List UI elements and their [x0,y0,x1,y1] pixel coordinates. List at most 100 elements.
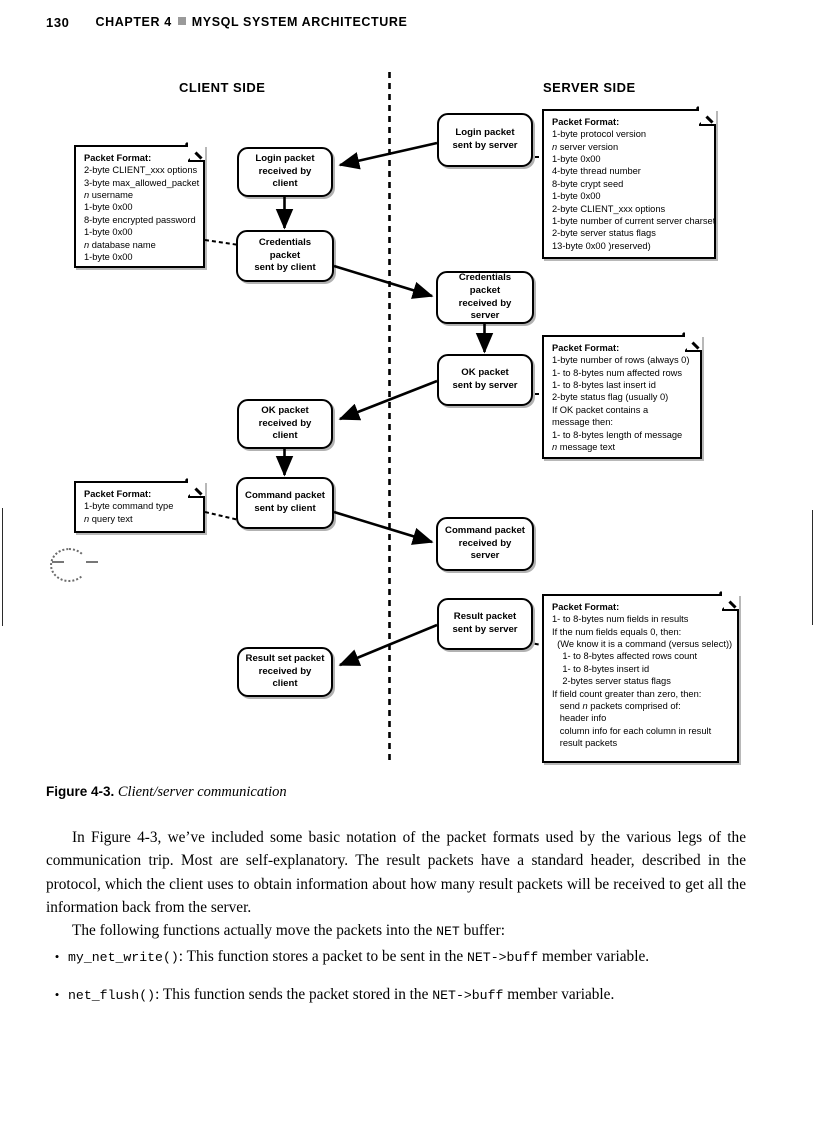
list-item-text-post: member variable. [538,948,650,965]
note-line: (We know it is a command (versus select)… [552,639,733,650]
page-edge-artifact-right [812,510,813,625]
list-item-text-post: member variable. [503,986,615,1004]
node-command-packet-sent-by-client[interactable]: Command packet sent by client [236,477,334,529]
paragraph-2-post: buffer: [459,922,505,940]
list-item-text-pre: : This function sends the packet stored … [155,986,433,1004]
node-line: Credentials packet [458,272,512,296]
node-credentials-packet-received-by-server[interactable]: Credentials packet received by server [436,271,534,324]
note-line: 1-byte 0x00 [84,202,133,213]
node-line: Result packet [453,611,517,623]
note-line: send n packets comprised of: [552,700,681,711]
square-bullet-icon [177,17,186,25]
note-line: n database name [84,239,156,250]
dog-ear-icon [721,591,739,611]
note-line: n server version [552,141,619,152]
note-line: n query text [84,513,133,524]
list-item-text: net_flush(): This function sends the pac… [68,983,746,1007]
note-line: message then: [552,417,613,428]
node-ok-packet-sent-by-server[interactable]: OK packet sent by server [437,354,533,406]
function-name-code: my_net_write() [68,950,179,965]
note-server-login-packet-format: Packet Format: 1-byte protocol version n… [542,106,716,259]
paragraph-2-pre: The following functions actually move th… [72,922,437,940]
running-head: 130 CHAPTER 4 MYSQL SYSTEM ARCHITECTURE [46,12,766,32]
node-line: received by server [458,297,512,322]
node-line: Credentials packet [258,237,312,261]
note-line: 2-byte CLIENT_xxx options [552,203,666,214]
chapter-title: MYSQL SYSTEM ARCHITECTURE [191,15,408,29]
note-line: 1- to 8-bytes num affected rows [552,367,683,378]
note-line: 1- to 8-bytes affected rows count [552,651,698,662]
list-item: • my_net_write(): This function stores a… [46,945,746,969]
note-line: 1-byte 0x00 [552,154,601,165]
list-item-text-pre: : This function stores a packet to be se… [178,948,467,965]
note-line: 8-byte crypt seed [552,178,624,189]
node-login-packet-sent-by-server[interactable]: Login packet sent by server [437,113,533,167]
node-result-packet-sent-by-server[interactable]: Result packet sent by server [437,598,533,650]
list-item-text: my_net_write(): This function stores a p… [68,945,746,969]
note-line: 2-byte CLIENT_xxx options [84,165,198,176]
client-side-label: CLIENT SIDE [179,80,266,95]
note-line: 3-byte max_allowed_packet [84,177,200,188]
note-line: column info for each column in result [552,725,712,736]
note-line: 4-byte thread number [552,166,641,177]
node-line: received by client [258,165,312,190]
node-ok-packet-received-by-client[interactable]: OK packet received by client [237,399,333,449]
note-line: 1-byte number of current server charset [552,215,716,226]
node-line: sent by server [452,624,518,635]
paragraph-1: In Figure 4-3, we’ve included some basic… [46,829,746,916]
inline-code-net-buff: NET->buff [466,950,539,965]
scan-artifact-circle [50,548,88,582]
body-text: In Figure 4-3, we’ve included some basic… [46,826,746,943]
note-title: Packet Format: [84,489,152,499]
note-server-result-packet-format: Packet Format: 1- to 8-bytes num fields … [542,591,739,763]
note-line: 1-byte 0x00 [552,191,601,202]
dog-ear-icon [187,142,205,162]
scan-artifact-dash-left [52,561,64,563]
note-line: result packets [552,737,618,748]
note-line: If OK packet contains a [552,404,649,415]
note-line: 8-byte encrypted password [84,214,196,225]
page-number: 130 [46,14,70,30]
note-line: 2-byte server status flags [552,228,656,239]
figure-caption: Figure 4-3. Client/server communication [46,784,287,801]
note-line: 2-byte status flag (usually 0) [552,392,669,403]
chapter-label: CHAPTER 4 [95,15,172,29]
note-title: Packet Format: [552,602,620,612]
node-line: Result set packet [245,653,325,665]
note-line: 13-byte 0x00 )reserved) [552,240,651,251]
node-line: Command packet [445,525,525,537]
node-line: Login packet [255,153,315,165]
dog-ear-icon [684,332,702,352]
dog-ear-icon [187,478,205,498]
figure-caption-label: Figure 4-3. [46,784,115,799]
node-line: sent by client [254,503,316,514]
scan-artifact-dash-right [86,561,98,563]
node-credentials-packet-sent-by-client[interactable]: Credentials packet sent by client [236,230,334,282]
note-line: 1-byte number of rows (always 0) [552,355,690,366]
node-result-set-packet-received-by-client[interactable]: Result set packet received by client [237,647,333,697]
dog-ear-icon [698,106,716,126]
note-line: 1-byte 0x00 [84,227,133,238]
note-line: 1-byte command type [84,501,174,512]
node-command-packet-received-by-server[interactable]: Command packet received by server [436,517,534,571]
note-line: 1-byte 0x00 [84,251,133,262]
note-line: If field count greater than zero, then: [552,688,702,699]
note-line: 1- to 8-bytes last insert id [552,380,656,391]
bullet-icon: • [54,987,60,1003]
note-line: 2-bytes server status flags [552,676,671,687]
list-item: • net_flush(): This function sends the p… [46,983,746,1007]
note-line: 1- to 8-bytes num fields in results [552,614,689,625]
server-side-label: SERVER SIDE [543,80,636,95]
node-line: Command packet [245,490,325,502]
node-line: OK packet [261,405,309,417]
note-client-command-packet-format: Packet Format: 1-byte command type n que… [74,478,205,533]
note-line: n message text [552,441,616,452]
node-login-packet-received-by-client[interactable]: Login packet received by client [237,147,333,197]
note-client-credentials-packet-format: Packet Format: 2-byte CLIENT_xxx options… [74,142,205,268]
note-line: n username [84,190,134,201]
inline-code-net-buff: NET->buff [432,988,504,1004]
paragraph-2: The following functions actually move th… [46,919,746,943]
note-title: Packet Format: [84,153,152,163]
function-list: • my_net_write(): This function stores a… [46,945,746,1022]
node-line: received by client [258,417,312,442]
